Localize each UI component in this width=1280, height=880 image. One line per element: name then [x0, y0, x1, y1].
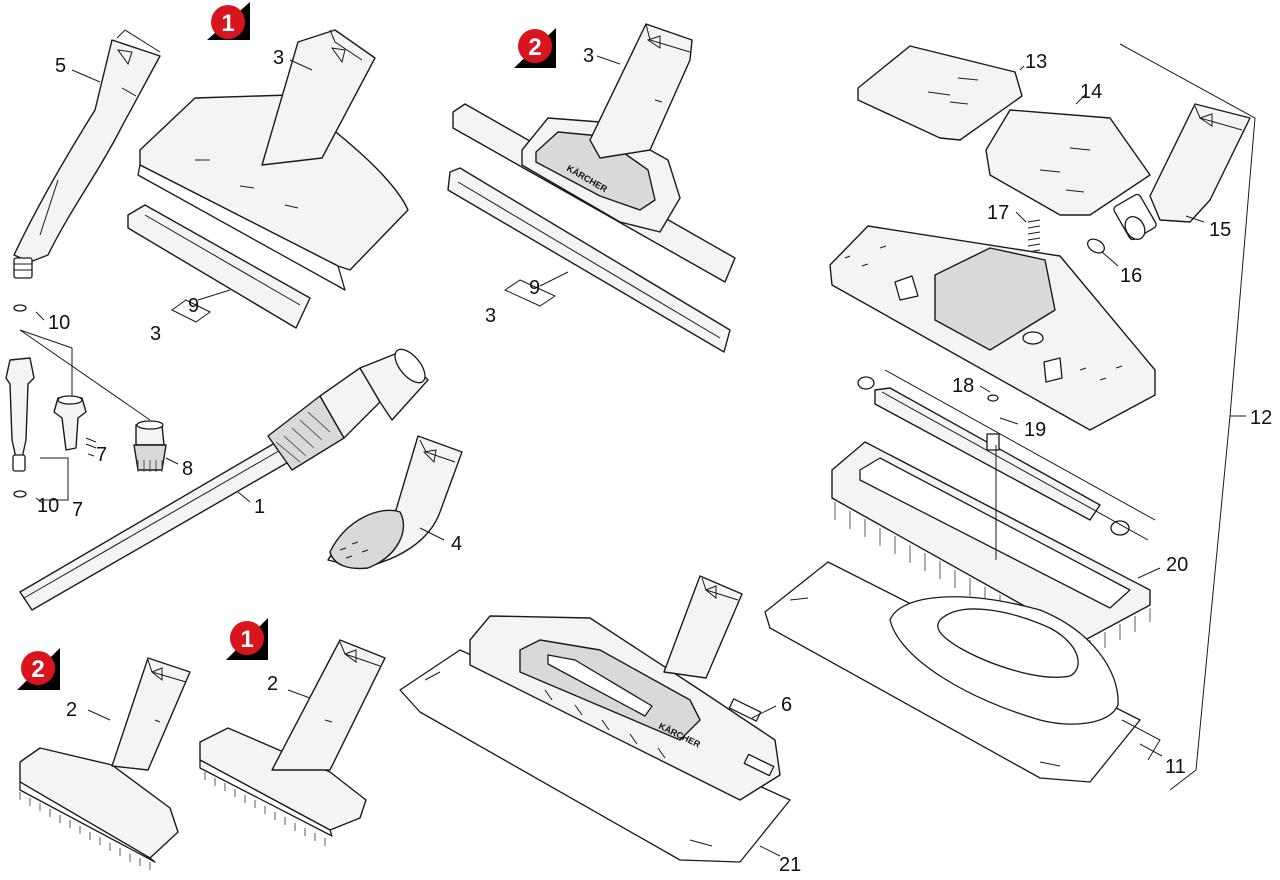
hand-nozzle-variant-2 — [19, 657, 191, 870]
callout-19: 19 — [1024, 419, 1046, 441]
callout-labels: 5 3 9 3 3 9 3 10 7 8 10 7 1 4 2 2 6 21 1… — [37, 45, 1272, 876]
callout-6: 6 — [781, 694, 792, 716]
cloth-part-13 — [857, 45, 1023, 141]
floor-nozzle-part-6: KÄRCHER — [399, 575, 791, 863]
brush-frame-part-20 — [831, 441, 1151, 655]
small-nozzle-set — [5, 304, 167, 501]
svg-text:1: 1 — [240, 626, 253, 653]
slider-part-19-and-pins-18 — [857, 369, 1156, 541]
callout-1: 1 — [254, 496, 265, 518]
callout-5: 5 — [55, 55, 66, 77]
svg-text:2: 2 — [31, 656, 44, 683]
callout-9: 9 — [188, 295, 199, 317]
callout-16: 16 — [1120, 265, 1142, 287]
seal-part-16-and-spring-17 — [1027, 219, 1106, 254]
hand-nozzle-variant-1 — [199, 639, 386, 846]
callout-7: 7 — [96, 444, 107, 466]
callout-3: 3 — [150, 323, 161, 345]
leader-lines — [35, 43, 1256, 857]
variant-badge-2-top: 2 — [514, 28, 556, 68]
nozzle-housing-upper — [829, 225, 1156, 431]
variant-badge-2-bottom: 2 — [17, 648, 60, 690]
callout-10: 10 — [48, 312, 70, 334]
callout-17: 17 — [987, 202, 1009, 224]
callout-3: 3 — [485, 305, 496, 327]
callout-15: 15 — [1209, 219, 1231, 241]
callout-10: 10 — [37, 495, 59, 517]
cloth-part-11-and-bonnet — [764, 561, 1141, 783]
callout-12: 12 — [1250, 407, 1272, 429]
callout-4: 4 — [451, 533, 462, 555]
callout-9: 9 — [529, 277, 540, 299]
svg-text:1: 1 — [221, 10, 234, 37]
floor-nozzle-variant-1 — [127, 29, 409, 329]
callout-20: 20 — [1166, 554, 1188, 576]
extension-tube-part-1 — [19, 348, 429, 611]
callout-11: 11 — [1165, 756, 1186, 778]
callout-3: 3 — [273, 47, 284, 69]
callout-18: 18 — [952, 375, 974, 397]
callout-13: 13 — [1025, 51, 1047, 73]
variant-badge-1-bottom: 1 — [226, 618, 268, 660]
callout-14: 14 — [1080, 81, 1102, 103]
round-nozzle-part-4 — [327, 435, 463, 570]
svg-text:2: 2 — [528, 34, 541, 61]
callout-7: 7 — [72, 499, 83, 521]
callout-2: 2 — [267, 673, 278, 695]
cloth-part-14 — [985, 109, 1151, 216]
callout-3: 3 — [583, 45, 594, 67]
callout-21: 21 — [779, 854, 801, 876]
callout-8: 8 — [182, 458, 193, 480]
curved-extension-part-5 — [13, 29, 161, 279]
joint-part-15 — [1113, 103, 1251, 241]
callout-2: 2 — [66, 699, 77, 721]
variant-badge-1-top: 1 — [207, 2, 250, 40]
window-squeegee-variant-2: KÄRCHER — [447, 23, 736, 353]
